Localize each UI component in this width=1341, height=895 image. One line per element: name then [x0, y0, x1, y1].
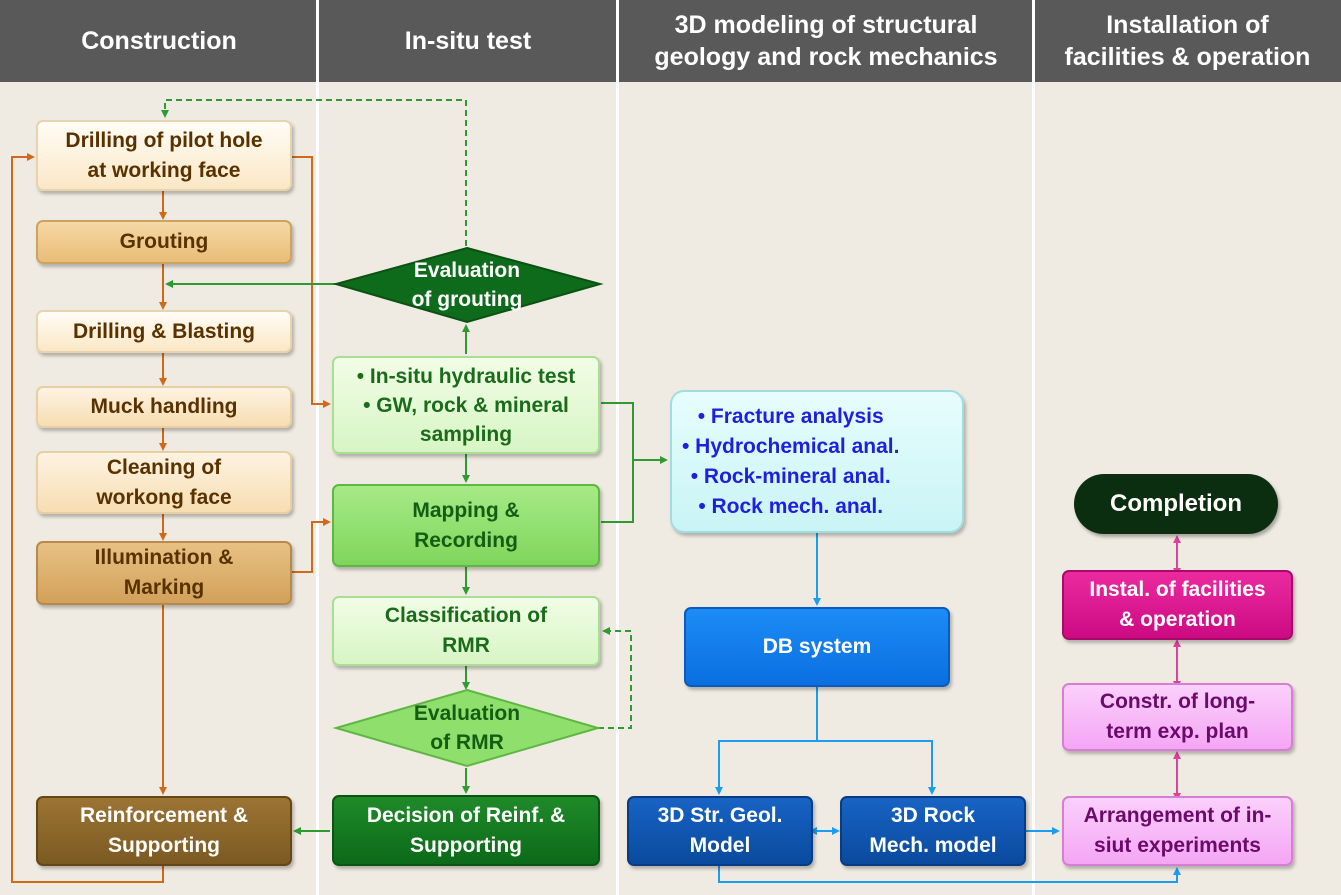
hydraulic-test-sampling-box: • In-situ hydraulic test • GW, rock & min… — [332, 356, 600, 454]
text-line: Drilling & Blasting — [72, 319, 255, 343]
text-line: • Rock mech. anal. — [698, 494, 884, 518]
text-line: Supporting — [108, 834, 220, 857]
installation-operation-box: Instal. of facilities & operation — [1062, 570, 1293, 640]
text-line: Muck handling — [90, 395, 238, 418]
text-line: • Rock-mineral anal. — [690, 464, 891, 488]
text-line: Marking — [123, 576, 205, 599]
drilling-pilot-hole-box: Drilling of pilot hole at working face — [36, 120, 292, 191]
text-line: In-situ test — [404, 27, 532, 55]
text-line: • GW, rock & mineral — [363, 393, 569, 417]
text-line: Cleaning of — [106, 455, 222, 479]
text-line: sampling — [419, 422, 513, 446]
column-divider — [1032, 82, 1035, 895]
text-line: of RMR — [430, 731, 504, 754]
text-line: Classification of — [384, 604, 548, 627]
completion-box: Completion — [1074, 474, 1278, 534]
decision-reinforcement-box: Decision of Reinf. & Supporting — [332, 795, 600, 866]
text-line: facilities & operation — [1064, 43, 1311, 71]
text-line: Evaluation — [413, 259, 521, 282]
header-construction: Construction — [0, 0, 318, 82]
header-insitu-test: In-situ test — [318, 0, 618, 82]
text-line: Reinforcement & — [79, 804, 249, 827]
drilling-blasting-box: Drilling & Blasting — [36, 310, 292, 353]
column-divider — [616, 82, 619, 895]
evaluation-grouting-label: Evaluation of grouting — [380, 252, 554, 318]
text-line: Grouting — [119, 230, 209, 253]
header-3d-modeling: 3D modeling of structural geology and roc… — [618, 0, 1034, 82]
column-divider — [316, 82, 319, 895]
arrangement-experiments-box: Arrangement of in-siut experiments — [1062, 796, 1293, 866]
text-line: Instal. of facilities — [1089, 578, 1266, 601]
cleaning-working-face-box: Cleaning of workong face — [36, 451, 292, 514]
3d-geology-model-box: 3D Str. Geol. Model — [627, 796, 813, 866]
text-line: Illumination & — [94, 546, 234, 569]
grouting-box: Grouting — [36, 220, 292, 264]
text-line: Decision of Reinf. & — [366, 803, 566, 827]
rmr-classification-box: Classification of RMR — [332, 596, 600, 666]
long-term-plan-box: Constr. of long-term exp. plan — [1062, 683, 1293, 751]
text-line: 3D Rock — [890, 804, 975, 827]
evaluation-rmr-diamond — [332, 688, 602, 768]
evaluation-rmr-label: Evaluation of RMR — [380, 696, 554, 760]
header-installation: Installation of facilities & operation — [1034, 0, 1341, 82]
text-line: & operation — [1119, 608, 1236, 631]
text-line: RMR — [442, 634, 490, 657]
reinforcement-supporting-box: Reinforcement & Supporting — [36, 796, 292, 866]
text-line: 3D Str. Geol. — [657, 804, 783, 827]
text-line: siut experiments — [1094, 834, 1261, 857]
text-line: Mapping & — [412, 498, 520, 522]
text-line: Installation of — [1106, 11, 1269, 39]
text-line: Completion — [1110, 490, 1242, 517]
header-divider — [616, 0, 619, 82]
db-system-box: DB system — [684, 607, 950, 687]
text-line: Evaluation — [413, 702, 521, 725]
text-line: Model — [689, 834, 751, 857]
mapping-recording-box: Mapping & Recording — [332, 484, 600, 567]
evaluation-grouting-diamond — [332, 246, 604, 324]
analysis-list-box: • Fracture analysis • Hydrochemical anal.… — [670, 390, 964, 533]
text-line: Drilling of pilot hole — [65, 128, 263, 152]
muck-handling-box: Muck handling — [36, 386, 292, 428]
text-line: Construction — [81, 27, 237, 55]
text-line: • Fracture analysis — [697, 404, 884, 428]
text-line: Constr. of long- — [1099, 690, 1256, 713]
text-line: Arrangement of in- — [1083, 804, 1272, 827]
text-line: DB system — [762, 635, 872, 658]
header-divider — [316, 0, 319, 82]
text-line: Mech. model — [869, 834, 997, 857]
text-line: geology and rock mechanics — [654, 43, 998, 71]
text-line: Supporting — [410, 833, 522, 857]
text-line: at working face — [87, 158, 241, 182]
text-line: of grouting — [411, 288, 523, 311]
illumination-marking-box: Illumination & Marking — [36, 541, 292, 605]
text-line: workong face — [96, 485, 232, 509]
text-line: 3D modeling of structural — [674, 11, 978, 39]
text-line: • In-situ hydraulic test — [356, 364, 576, 388]
text-line: • Hydrochemical anal. — [682, 434, 900, 458]
text-line: term exp. plan — [1106, 720, 1249, 743]
text-line: Recording — [414, 528, 518, 552]
header-divider — [1032, 0, 1035, 82]
